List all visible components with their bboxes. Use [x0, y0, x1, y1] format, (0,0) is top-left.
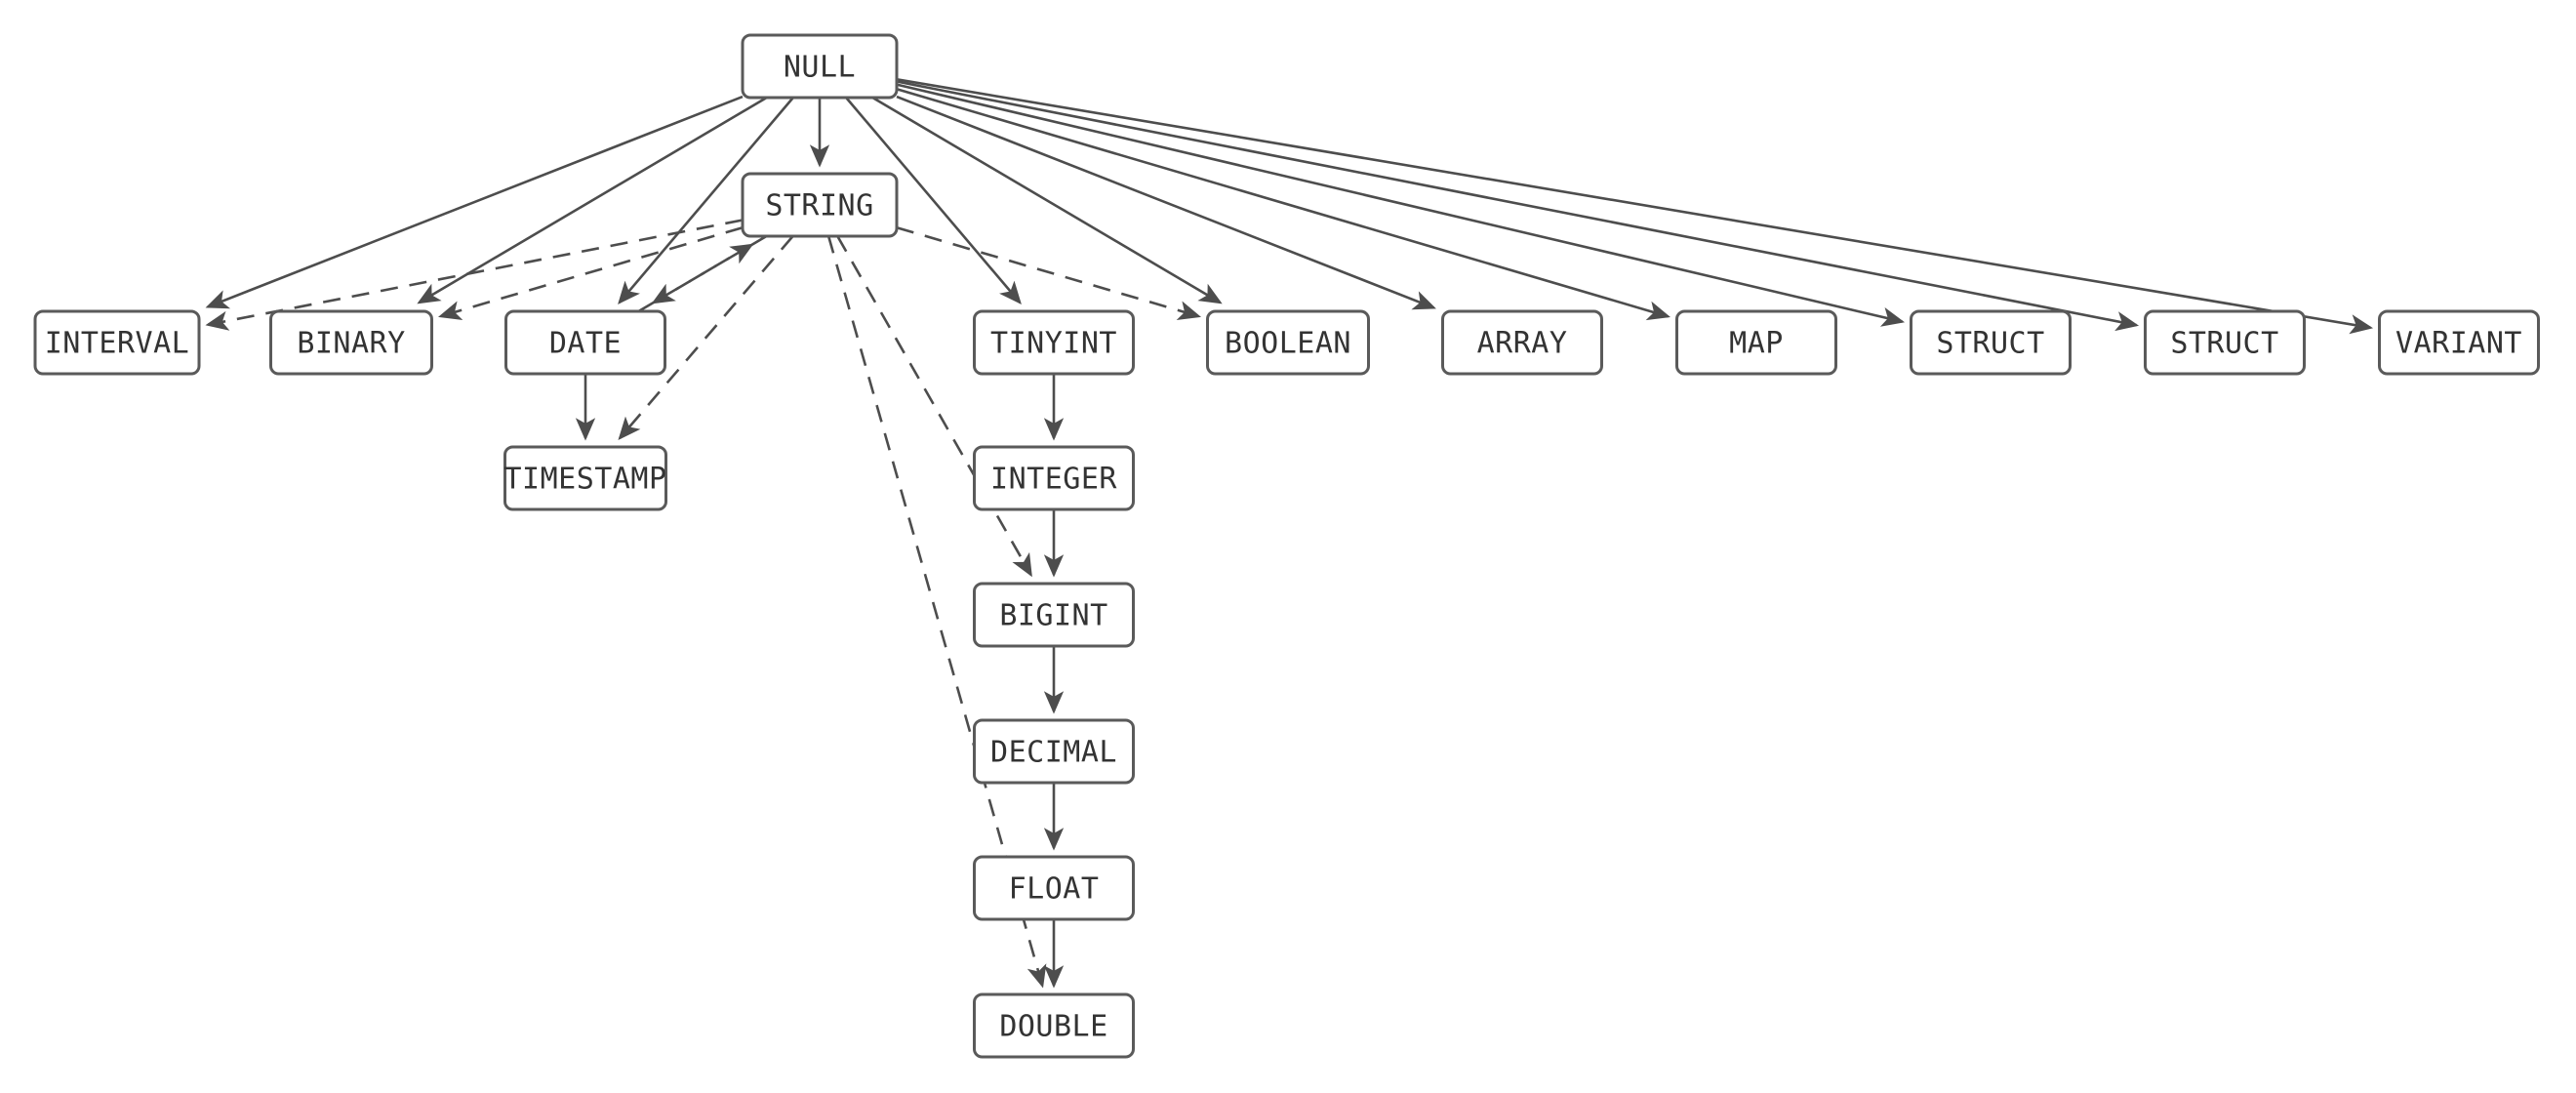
node-label-null: NULL	[784, 51, 856, 85]
node-label-integer: INTEGER	[990, 463, 1117, 497]
node-box-interval[interactable]	[33, 309, 201, 376]
edge-null-to-tinyint	[845, 97, 1022, 304]
node-label-boolean: BOOLEAN	[1225, 327, 1351, 361]
node-box-variant[interactable]	[2378, 309, 2540, 376]
edge-null-to-variant	[896, 78, 2374, 335]
node-label-struct2: STRUCT	[2170, 327, 2278, 361]
node-layer: NULL STRING INTERVAL BINARY DATE TINYINT BOOLE…	[33, 33, 2540, 1059]
node-box-null[interactable]	[741, 33, 899, 100]
node-label-tinyint: TINYINT	[990, 327, 1117, 361]
node-label-timestamp: TIMESTAMP	[503, 463, 666, 497]
node-box-string[interactable]	[741, 172, 899, 238]
node-label-map: MAP	[1729, 327, 1784, 361]
node-tinyint[interactable]: TINYINT	[973, 309, 1135, 376]
node-struct2[interactable]: STRUCT	[2144, 309, 2306, 376]
node-label-variant: VARIANT	[2395, 327, 2522, 361]
node-label-string: STRING	[765, 189, 873, 223]
node-label-interval: INTERVAL	[45, 327, 190, 361]
node-box-double[interactable]	[973, 992, 1135, 1059]
edge-null-to-interval	[205, 95, 744, 309]
node-box-struct2[interactable]	[2144, 309, 2306, 376]
node-integer[interactable]: INTEGER	[973, 445, 1135, 511]
node-timestamp[interactable]: TIMESTAMP	[503, 445, 667, 511]
node-float[interactable]: FLOAT	[973, 855, 1135, 921]
node-string[interactable]: STRING	[741, 172, 899, 238]
edge-date-to-string	[637, 243, 754, 313]
edge-layer	[205, 78, 2374, 989]
node-variant[interactable]: VARIANT	[2378, 309, 2540, 376]
node-box-integer[interactable]	[973, 445, 1135, 511]
edge-string-to-boolean	[896, 225, 1201, 320]
node-box-float[interactable]	[973, 855, 1135, 921]
node-box-array[interactable]	[1441, 309, 1603, 376]
edge-string-to-binary	[438, 225, 744, 320]
node-double[interactable]: DOUBLE	[973, 992, 1135, 1059]
node-box-timestamp[interactable]	[503, 445, 667, 511]
node-box-date[interactable]	[504, 309, 666, 376]
node-null[interactable]: NULL	[741, 33, 899, 100]
node-box-binary[interactable]	[269, 309, 433, 376]
edge-string-to-timestamp	[618, 235, 794, 440]
node-interval[interactable]: INTERVAL	[33, 309, 201, 376]
node-box-map[interactable]	[1675, 309, 1837, 376]
node-decimal[interactable]: DECIMAL	[973, 718, 1135, 785]
edge-null-to-date	[618, 97, 794, 304]
edge-string-to-bigint	[836, 235, 1032, 578]
edge-null-to-boolean	[871, 96, 1223, 304]
edge-string-to-interval	[205, 219, 744, 331]
edge-null-to-map	[896, 88, 1670, 321]
node-label-bigint: BIGINT	[999, 599, 1107, 633]
node-box-tinyint[interactable]	[973, 309, 1135, 376]
edge-null-to-binary	[417, 96, 768, 304]
edge-null-to-array	[896, 95, 1436, 310]
node-label-date: DATE	[549, 327, 622, 361]
node-map[interactable]: MAP	[1675, 309, 1837, 376]
edge-null-to-struct2	[896, 80, 2140, 332]
node-label-decimal: DECIMAL	[990, 736, 1117, 770]
node-bigint[interactable]: BIGINT	[973, 582, 1135, 648]
node-box-boolean[interactable]	[1206, 309, 1370, 376]
node-label-binary: BINARY	[297, 327, 405, 361]
node-label-double: DOUBLE	[999, 1010, 1107, 1044]
node-boolean[interactable]: BOOLEAN	[1206, 309, 1370, 376]
node-box-struct1[interactable]	[1910, 309, 2072, 376]
node-box-bigint[interactable]	[973, 582, 1135, 648]
node-struct1[interactable]: STRUCT	[1910, 309, 2072, 376]
node-binary[interactable]: BINARY	[269, 309, 433, 376]
node-label-float: FLOAT	[1009, 872, 1100, 907]
node-date[interactable]: DATE	[504, 309, 666, 376]
edge-null-to-struct1	[896, 83, 1906, 327]
node-label-struct1: STRUCT	[1936, 327, 2044, 361]
node-box-decimal[interactable]	[973, 718, 1135, 785]
node-array[interactable]: ARRAY	[1441, 309, 1603, 376]
node-label-array: ARRAY	[1477, 327, 1568, 361]
edge-string-to-date	[651, 234, 768, 304]
